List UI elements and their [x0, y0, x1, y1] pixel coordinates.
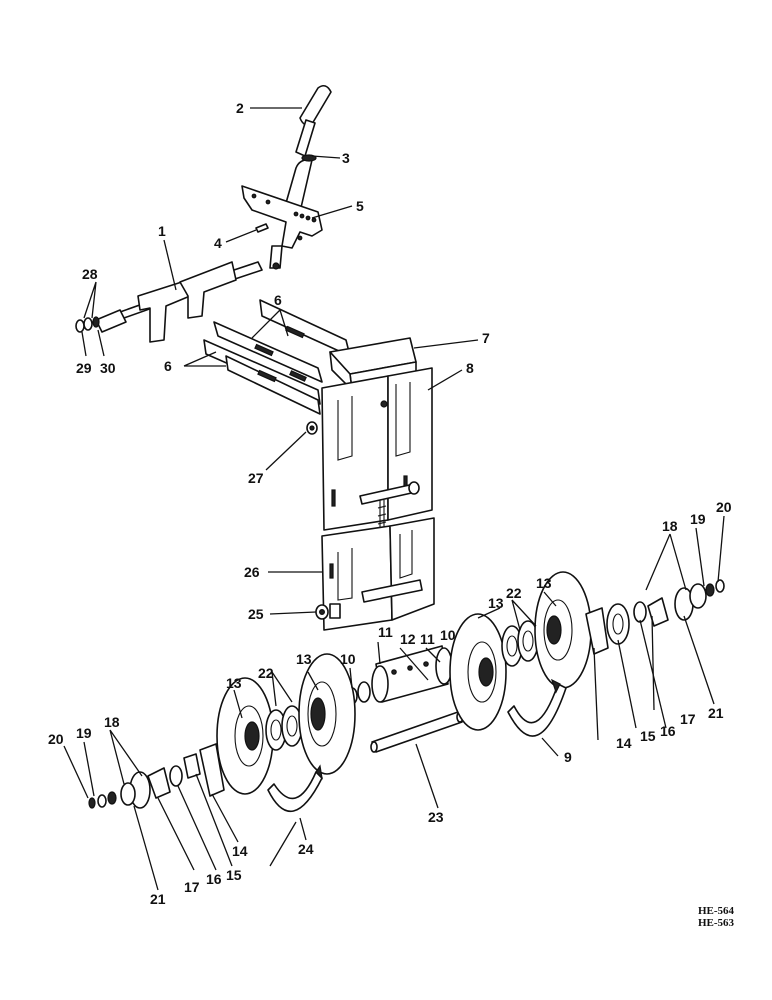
callout-12: 12: [400, 631, 416, 647]
cross-shaft: [95, 261, 263, 343]
callout-18a: 18: [662, 518, 678, 534]
callout-19a: 19: [690, 511, 706, 527]
center-hub: [371, 645, 453, 703]
left-disc-inner: [298, 653, 356, 775]
callout-26: 26: [244, 564, 260, 580]
callout-27: 27: [248, 470, 264, 486]
pivot-pin: [255, 223, 269, 233]
link-bars: [203, 299, 351, 415]
callout-2: 2: [236, 100, 244, 116]
callout-11a: 11: [378, 624, 393, 640]
callout-15b: 15: [226, 867, 242, 883]
lock-nut: [306, 421, 318, 435]
callout-19b: 19: [76, 725, 92, 741]
callout-6b: 6: [164, 358, 172, 374]
callout-9: 9: [564, 749, 572, 765]
callout-20b: 20: [48, 731, 64, 747]
figure-id-1: HE-564: [698, 905, 735, 917]
callout-13a: 13: [488, 595, 504, 611]
right-scraper: [507, 678, 567, 737]
callout-30: 30: [100, 360, 116, 376]
callout-28: 28: [82, 266, 98, 282]
lever-handle-grip: [299, 84, 332, 126]
callout-22b: 22: [258, 665, 274, 681]
right-disc-inner: [449, 613, 507, 731]
right-bearings: [501, 620, 539, 667]
callout-29: 29: [76, 360, 92, 376]
callout-13b: 13: [536, 575, 552, 591]
left-disc-outer: [216, 677, 274, 795]
spacer-bushing: [315, 603, 341, 620]
callout-11b: 11: [420, 631, 435, 647]
upper-slide-channel: [321, 367, 433, 531]
callout-23: 23: [428, 809, 444, 825]
callout-6a: 6: [274, 292, 282, 308]
callout-16a: 16: [660, 723, 676, 739]
callout-16b: 16: [206, 871, 222, 887]
callout-21a: 21: [708, 705, 724, 721]
left-end-hardware: [88, 743, 225, 809]
callout-24: 24: [298, 841, 314, 857]
callout-10b: 10: [440, 627, 456, 643]
callout-21b: 21: [150, 891, 166, 907]
axle-shaft: [370, 711, 464, 753]
callout-22a: 22: [506, 585, 522, 601]
callout-5: 5: [356, 198, 364, 214]
callout-8: 8: [466, 360, 474, 376]
callout-14a: 14: [616, 735, 632, 751]
shaft-washers: [75, 316, 100, 333]
lever-handle-rod: [283, 119, 317, 213]
leader-lines: [63, 107, 725, 891]
callout-17a: 17: [680, 711, 696, 727]
callout-13c: 13: [296, 651, 312, 667]
callout-17b: 17: [184, 879, 200, 895]
callout-3: 3: [342, 150, 350, 166]
left-bearings: [265, 705, 303, 751]
callout-18b: 18: [104, 714, 120, 730]
callout-labels: 2 3 4 5 1 28 29 30 6 6 7 8 27 26 25 13 2…: [48, 100, 732, 907]
callout-10a: 10: [340, 651, 356, 667]
callout-15a: 15: [640, 728, 656, 744]
callout-4: 4: [214, 235, 222, 251]
lever-bracket: [241, 185, 323, 249]
callout-20a: 20: [716, 499, 732, 515]
figure-id-2: HE-563: [698, 917, 735, 929]
right-end-hardware: [585, 579, 725, 655]
lever-lower-link: [269, 245, 283, 270]
callout-25: 25: [248, 606, 264, 622]
left-scraper: [267, 764, 323, 812]
callout-1: 1: [158, 223, 166, 239]
figure-ids: HE-564 HE-563: [698, 905, 735, 929]
slide-cross-rod: [359, 481, 420, 505]
callout-14b: 14: [232, 843, 248, 859]
callout-13d: 13: [226, 675, 242, 691]
callout-7: 7: [482, 330, 490, 346]
